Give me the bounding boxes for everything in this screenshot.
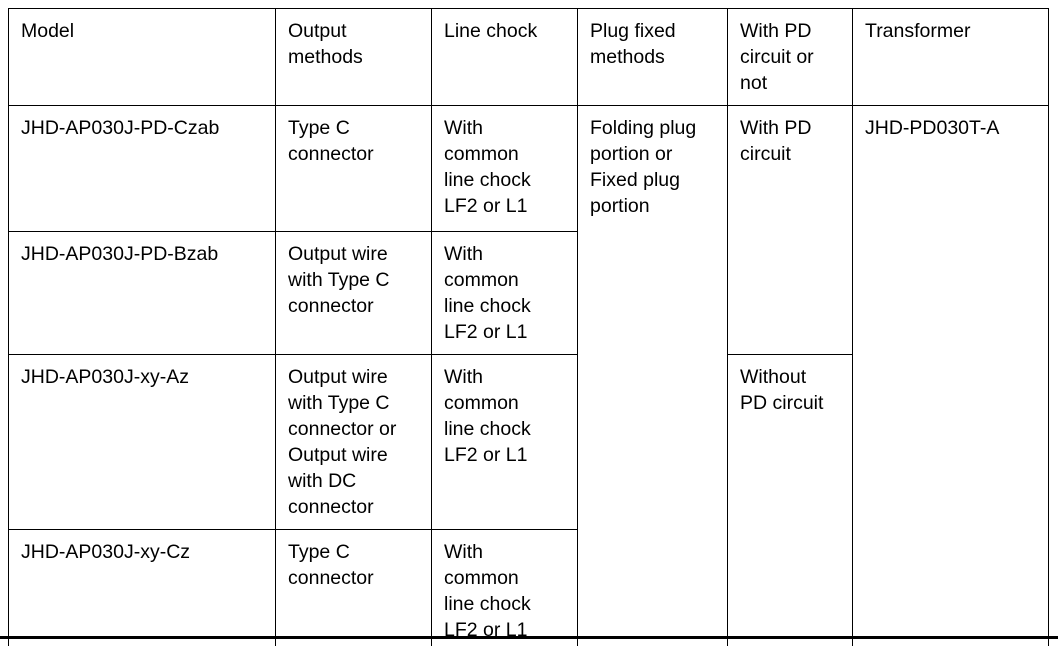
column-header-model: Model — [8, 8, 276, 106]
column-header-transformer-label: Transformer — [865, 20, 971, 42]
column-header-output-methods-label: Output methods — [288, 20, 363, 68]
cell-output-methods: Type C connector — [275, 529, 432, 646]
table-header-row: Model Output methods Line chock Plug fix… — [8, 8, 1049, 106]
cell-transformer-value: JHD-PD030T-A — [865, 117, 1000, 139]
column-header-model-label: Model — [21, 20, 75, 42]
cell-line-chock-value: With common line chock LF2 or L1 — [444, 117, 531, 217]
column-header-transformer: Transformer — [852, 8, 1049, 106]
cell-plug-fixed-methods-merged: Folding plug portion or Fixed plug porti… — [577, 105, 728, 646]
cell-line-chock-value: With common line chock LF2 or L1 — [444, 243, 531, 343]
cell-line-chock: With common line chock LF2 or L1 — [431, 354, 578, 530]
column-header-pd-circuit-label: With PD circuit or not — [740, 20, 814, 94]
cell-model-value: JHD-AP030J-PD-Bzab — [21, 243, 219, 265]
column-header-pd-circuit: With PD circuit or not — [727, 8, 853, 106]
cell-output-methods: Type C connector — [275, 105, 432, 232]
table-row: JHD-AP030J-PD-Czab Type C connector With… — [8, 105, 1049, 646]
page-bottom-rule — [0, 636, 1058, 639]
cell-output-methods-value: Type C connector — [288, 541, 374, 589]
column-header-line-chock: Line chock — [431, 8, 578, 106]
cell-model-value: JHD-AP030J-xy-Az — [21, 366, 189, 388]
cell-model: JHD-AP030J-PD-Bzab — [8, 231, 276, 355]
cell-plug-fixed-methods-value: Folding plug portion or Fixed plug porti… — [590, 117, 697, 217]
cell-output-methods-value: Output wire with Type C connector or Out… — [288, 366, 397, 518]
table-row: JHD-AP030J-xy-Az Output wire with Type C… — [8, 354, 1049, 646]
cell-model-value: JHD-AP030J-xy-Cz — [21, 541, 191, 563]
cell-output-methods: Output wire with Type C connector — [275, 231, 432, 355]
cell-pd-circuit-with-value: With PD circuit — [740, 117, 812, 165]
column-header-line-chock-label: Line chock — [444, 20, 538, 42]
column-header-plug-fixed-methods: Plug fixed methods — [577, 8, 728, 106]
cell-output-methods-value: Output wire with Type C connector — [288, 243, 390, 317]
cell-model: JHD-AP030J-PD-Czab — [8, 105, 276, 232]
cell-pd-circuit-without: Without PD circuit — [727, 354, 853, 646]
cell-line-chock: With common line chock LF2 or L1 — [431, 231, 578, 355]
cell-model: JHD-AP030J-xy-Az — [8, 354, 276, 530]
cell-output-methods: Output wire with Type C connector or Out… — [275, 354, 432, 530]
cell-pd-circuit-with: With PD circuit — [727, 105, 853, 355]
cell-model: JHD-AP030J-xy-Cz — [8, 529, 276, 646]
cell-output-methods-value: Type C connector — [288, 117, 374, 165]
table-row: JHD-AP030J-PD-Bzab Output wire with Type… — [8, 231, 1049, 355]
cell-pd-circuit-without-value: Without PD circuit — [740, 366, 824, 414]
column-header-output-methods: Output methods — [275, 8, 432, 106]
cell-line-chock: With common line chock LF2 or L1 — [431, 105, 578, 232]
cell-transformer-merged: JHD-PD030T-A — [852, 105, 1049, 646]
table-row: JHD-AP030J-xy-Cz Type C connector With c… — [8, 529, 1049, 646]
cell-line-chock-value: With common line chock LF2 or L1 — [444, 366, 531, 466]
cell-line-chock-value: With common line chock LF2 or L1 — [444, 541, 531, 641]
product-spec-table: Model Output methods Line chock Plug fix… — [8, 8, 1049, 646]
cell-model-value: JHD-AP030J-PD-Czab — [21, 117, 220, 139]
column-header-plug-fixed-methods-label: Plug fixed methods — [590, 20, 676, 68]
cell-line-chock: With common line chock LF2 or L1 — [431, 529, 578, 646]
